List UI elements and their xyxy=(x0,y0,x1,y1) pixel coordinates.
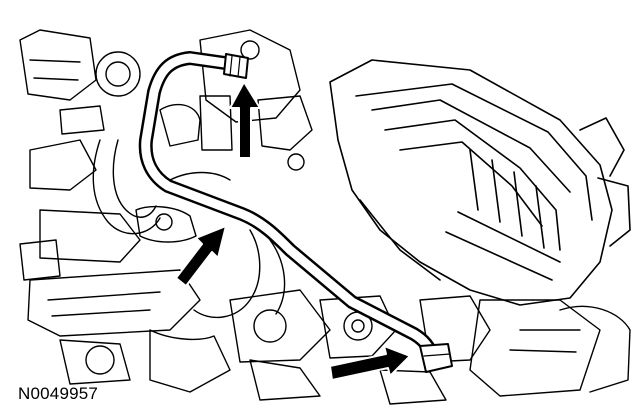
intake-manifold xyxy=(329,59,631,306)
engine-components-left xyxy=(19,29,631,405)
arrow-up-right-icon xyxy=(175,225,227,287)
arrow-up-icon xyxy=(229,81,261,159)
figure-number-label: N0049957 xyxy=(18,384,99,403)
arrow-right-icon xyxy=(329,345,411,381)
coolant-hose xyxy=(138,51,453,373)
